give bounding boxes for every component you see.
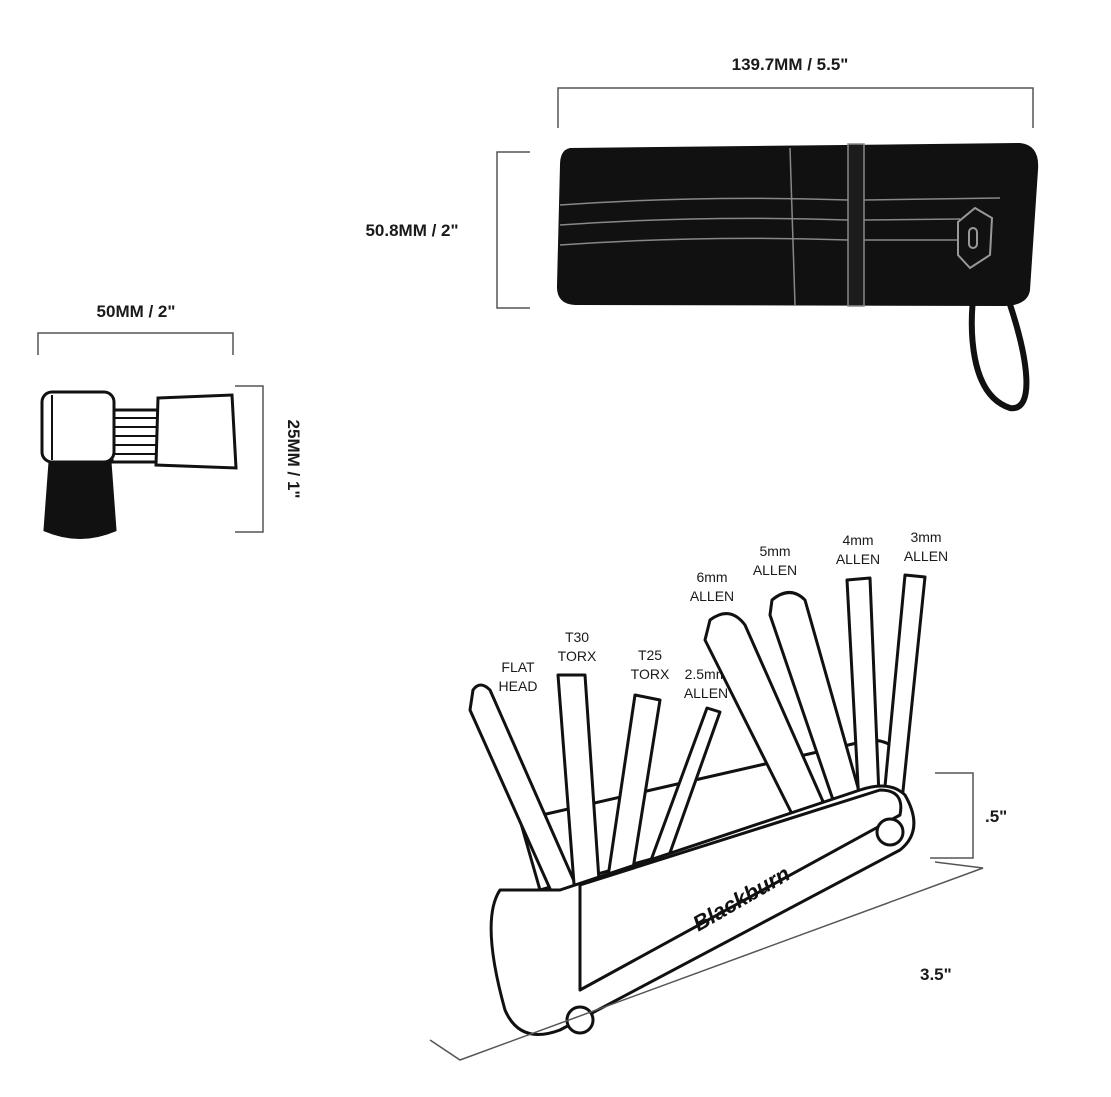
bag-height-label: 50.8MM / 2" [365, 221, 458, 240]
inflator-width-label: 50MM / 2" [97, 302, 176, 321]
bag-height-dimension-line [496, 151, 530, 309]
bag-body [556, 143, 1039, 306]
bag-strap [847, 143, 865, 307]
bag-width-label: 139.7MM / 5.5" [732, 55, 849, 74]
co2-inflator: 50MM / 2" 25MM / 1" [37, 302, 303, 539]
inflator-height-dimension-line [235, 385, 264, 533]
tool-bag: 139.7MM / 5.5" 50.8MM / 2" [365, 55, 1039, 412]
tool-3mm-allen [880, 573, 927, 822]
bag-stitching [559, 147, 1001, 306]
length-dimension-line [429, 861, 984, 1061]
inflator-width-dimension-line [37, 332, 234, 355]
thickness-label: .5" [985, 807, 1007, 826]
bag-width-dimension-line [557, 87, 1034, 128]
bag-loop [968, 281, 1030, 412]
length-label: 3.5" [920, 965, 952, 984]
inflator-height-label: 25MM / 1" [284, 420, 303, 499]
thickness-dimension-line [930, 772, 974, 859]
bag-buckle-icon [957, 206, 994, 270]
